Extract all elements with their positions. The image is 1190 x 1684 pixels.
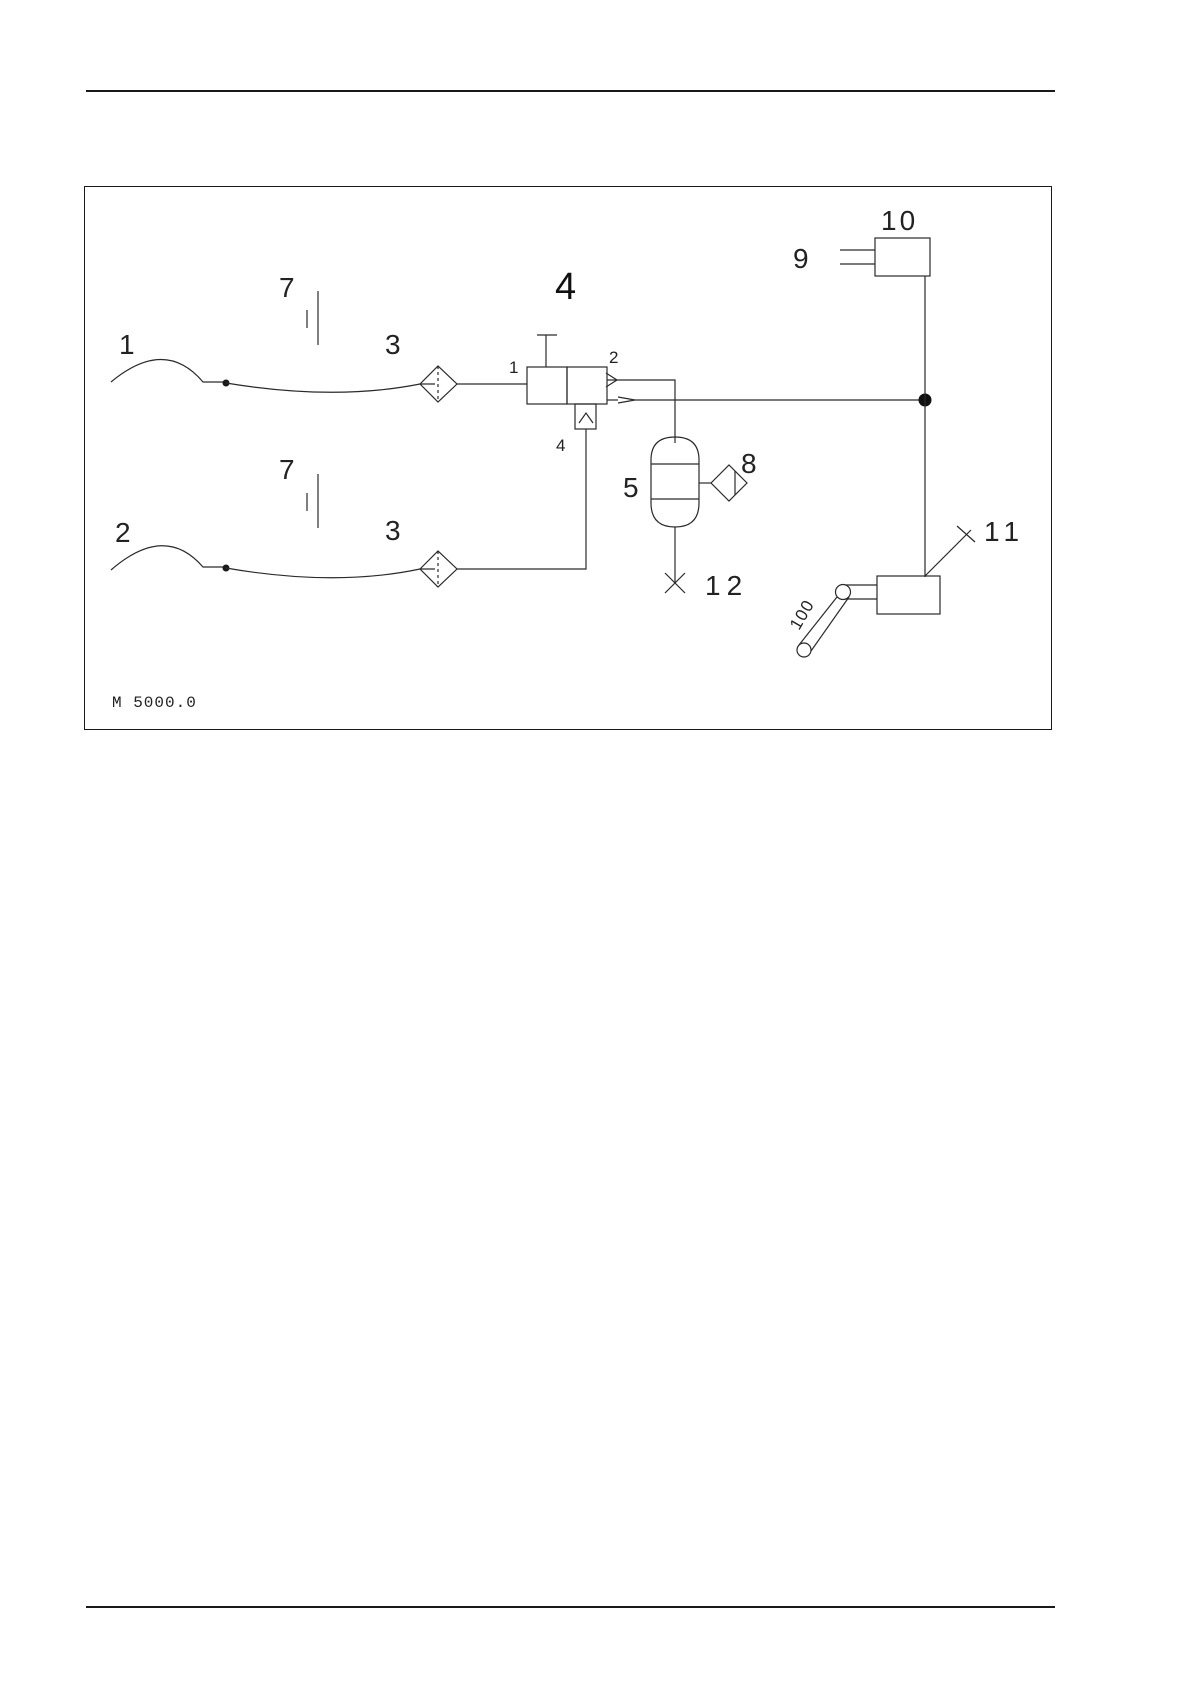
unit-10 <box>840 238 930 276</box>
schematic-svg: 1 2 3 3 7 7 4 1 2 4 5 8 9 10 11 12 100 M… <box>85 187 1053 731</box>
label-filter-lower: 3 <box>385 515 401 546</box>
junction-node <box>919 276 932 577</box>
header-rule <box>86 90 1055 92</box>
label-valve-port-1: 1 <box>509 358 518 377</box>
label-filter-upper: 3 <box>385 329 401 360</box>
label-pressure-switch: 8 <box>741 448 757 479</box>
handpiece-unit <box>797 526 975 657</box>
marker-upper <box>307 291 318 345</box>
label-valve-port-4: 4 <box>556 436 565 455</box>
supply-line-1 <box>111 360 435 393</box>
label-valve: 4 <box>555 266 576 308</box>
marker-lower <box>307 474 318 528</box>
label-valve-port-2: 2 <box>609 348 618 367</box>
label-reservoir: 5 <box>623 472 639 503</box>
reference-code: M 5000.0 <box>112 694 197 712</box>
label-unit-10: 10 <box>881 205 918 236</box>
label-drain-12: 12 <box>705 570 748 601</box>
schematic-diagram: 1 2 3 3 7 7 4 1 2 4 5 8 9 10 11 12 100 M… <box>84 186 1052 730</box>
label-input-9: 9 <box>793 243 809 274</box>
label-supply-1: 1 <box>119 329 135 360</box>
footer-rule <box>86 1606 1055 1608</box>
pressure-switch-8 <box>699 465 747 501</box>
label-supply-2: 2 <box>115 517 131 548</box>
reservoir-5 <box>651 437 699 593</box>
label-outlet-11: 11 <box>984 516 1025 547</box>
supply-line-2 <box>111 546 435 578</box>
label-marker-upper: 7 <box>279 272 295 303</box>
label-marker-lower: 7 <box>279 454 295 485</box>
valve-4 <box>527 335 925 443</box>
